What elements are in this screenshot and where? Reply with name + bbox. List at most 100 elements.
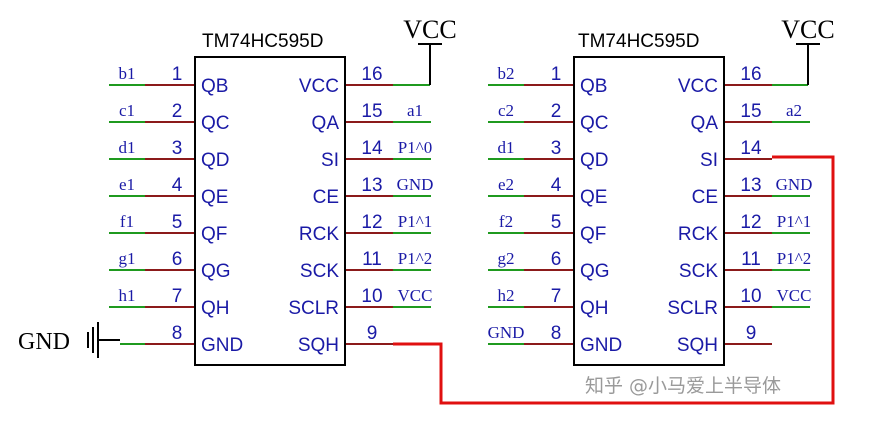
pin-number-3: 3 xyxy=(172,138,183,159)
pin-number-9: 9 xyxy=(746,323,757,344)
pin-name-qf: QF xyxy=(580,224,606,245)
ground-label: GND xyxy=(18,329,70,355)
pin-number-2: 2 xyxy=(551,101,562,122)
pin-number-9: 9 xyxy=(367,323,378,344)
net-label-qh: h1 xyxy=(119,286,136,305)
net-label-qf: f2 xyxy=(499,212,513,231)
pin-number-1: 1 xyxy=(551,64,562,85)
pin-number-3: 3 xyxy=(551,138,562,159)
net-label-rck: P1^1 xyxy=(777,212,811,231)
net-label-qc: c1 xyxy=(119,101,135,120)
pin-number-13: 13 xyxy=(361,175,382,196)
pin-name-qg: QG xyxy=(580,261,610,282)
pin-name-qf: QF xyxy=(201,224,227,245)
pin-number-4: 4 xyxy=(172,175,183,196)
pin-name-ce: CE xyxy=(313,187,339,208)
pin-name-ce: CE xyxy=(692,187,718,208)
pin-name-qd: QD xyxy=(580,150,609,171)
pin-name-qg: QG xyxy=(201,261,231,282)
pin-number-11: 11 xyxy=(741,249,761,270)
pin-name-rck: RCK xyxy=(678,224,718,245)
pin-number-6: 6 xyxy=(172,249,183,270)
pin-name-gnd: GND xyxy=(201,335,243,356)
net-label-ce: GND xyxy=(397,175,434,194)
pin-number-13: 13 xyxy=(740,175,761,196)
pin-name-qc: QC xyxy=(580,113,609,134)
net-label-qc: c2 xyxy=(498,101,514,120)
net-label-qb: b2 xyxy=(498,64,515,83)
vcc-power-label: VCC xyxy=(403,15,456,44)
chips-layer: TM74HC595D 1QB b1 2QC c1 3QD d1 4QE e1 5QF f1 6QG g1… xyxy=(119,15,835,366)
chip-title: TM74HC595D xyxy=(578,31,699,52)
pin-number-1: 1 xyxy=(172,64,183,85)
net-label-si: P1^0 xyxy=(398,138,432,157)
chip-1: TM74HC595D 1QB b1 2QC c1 3QD d1 4QE e1 5QF f1 6QG g1… xyxy=(119,15,457,366)
chip-title: TM74HC595D xyxy=(202,31,323,52)
net-label-qf: f1 xyxy=(120,212,134,231)
pin-name-sclr: SCLR xyxy=(667,298,718,319)
pin-number-11: 11 xyxy=(362,249,382,270)
pin-name-qh: QH xyxy=(201,298,230,319)
net-label-rck: P1^1 xyxy=(398,212,432,231)
pin-number-12: 12 xyxy=(740,212,761,233)
net-label-qd: d1 xyxy=(498,138,515,157)
watermark-text: 知乎 @小马爱上半导体 xyxy=(585,375,781,397)
pin-number-15: 15 xyxy=(740,101,761,122)
pin-number-14: 14 xyxy=(740,138,762,159)
pin-name-si: SI xyxy=(321,150,339,171)
pin-name-qa: QA xyxy=(691,113,719,134)
pin-number-8: 8 xyxy=(172,323,183,344)
pin-name-rck: RCK xyxy=(299,224,339,245)
pin-number-2: 2 xyxy=(172,101,183,122)
pin-name-qh: QH xyxy=(580,298,609,319)
pin-number-10: 10 xyxy=(740,286,761,307)
net-label-qg: g1 xyxy=(119,249,136,268)
pin-name-qa: QA xyxy=(312,113,340,134)
net-label-qb: b1 xyxy=(119,64,136,83)
pin-number-16: 16 xyxy=(740,64,761,85)
net-label-qa: a2 xyxy=(786,101,802,120)
pin-number-5: 5 xyxy=(172,212,183,233)
pin-number-6: 6 xyxy=(551,249,562,270)
ground-symbol-icon xyxy=(87,322,120,358)
pin-number-4: 4 xyxy=(551,175,562,196)
chip-2: TM74HC595D1QBb22QCc23QDd14QEe25QFf26QGg2… xyxy=(488,15,835,366)
pin-number-7: 7 xyxy=(172,286,183,307)
net-label-qe: e1 xyxy=(119,175,135,194)
net-label-sck: P1^2 xyxy=(398,249,432,268)
pin-name-sck: SCK xyxy=(679,261,718,282)
pin-name-sqh: SQH xyxy=(298,335,339,356)
pin-number-16: 16 xyxy=(361,64,382,85)
pin-number-10: 10 xyxy=(361,286,382,307)
pin-name-qd: QD xyxy=(201,150,230,171)
net-label-qe: e2 xyxy=(498,175,514,194)
net-label-sck: P1^2 xyxy=(777,249,811,268)
cascade-wire xyxy=(393,155,835,405)
vcc-power-label: VCC xyxy=(781,15,834,44)
pin-name-qe: QE xyxy=(201,187,228,208)
pin-name-qc: QC xyxy=(201,113,230,134)
chip-body xyxy=(194,56,346,366)
pin-name-gnd: GND xyxy=(580,335,622,356)
pin-name-sclr: SCLR xyxy=(288,298,339,319)
pin-number-8: 8 xyxy=(551,323,562,344)
pin-number-5: 5 xyxy=(551,212,562,233)
wires-layer xyxy=(109,43,835,405)
net-label-qd: d1 xyxy=(119,138,136,157)
net-label-sclr: VCC xyxy=(777,286,812,305)
pin-name-sqh: SQH xyxy=(677,335,718,356)
pin-name-si: SI xyxy=(700,150,718,171)
net-label-gnd: GND xyxy=(488,323,525,342)
pin-number-12: 12 xyxy=(361,212,382,233)
pin-name-qb: QB xyxy=(201,76,228,97)
pin-number-7: 7 xyxy=(551,286,562,307)
net-label-qh: h2 xyxy=(498,286,515,305)
pin-name-vcc: VCC xyxy=(678,76,718,97)
pin-number-14: 14 xyxy=(361,138,383,159)
pin-name-qe: QE xyxy=(580,187,607,208)
pin-number-15: 15 xyxy=(361,101,382,122)
net-label-sclr: VCC xyxy=(398,286,433,305)
pin-name-qb: QB xyxy=(580,76,607,97)
chip-body xyxy=(573,56,725,366)
